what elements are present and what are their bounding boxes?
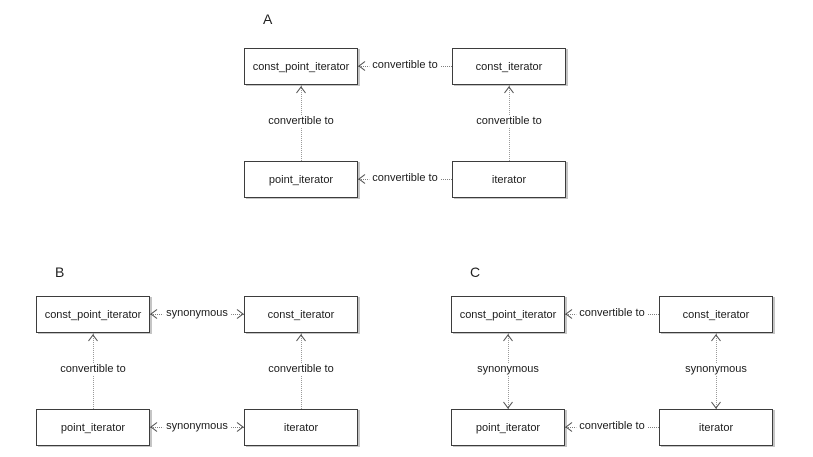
edge-label-left: synonymous bbox=[474, 363, 542, 376]
edge-label-top: synonymous bbox=[163, 307, 231, 320]
arrowhead-left-icon bbox=[565, 422, 573, 432]
diagram-a-label: A bbox=[263, 11, 273, 27]
diagram-a: A const_point_iterator const_iterator po… bbox=[244, 11, 566, 198]
edge-label-top: convertible to bbox=[576, 307, 648, 320]
node-const-point-iterator: const_point_iterator bbox=[244, 48, 358, 85]
edge-label-top: convertible to bbox=[369, 59, 441, 72]
node-point-iterator: point_iterator bbox=[451, 409, 565, 446]
arrowhead-up-icon bbox=[504, 86, 514, 94]
edge-label-bottom: convertible to bbox=[369, 172, 441, 185]
edge-label-right: convertible to bbox=[265, 363, 337, 376]
node-point-iterator: point_iterator bbox=[36, 409, 150, 446]
edge-label-bottom: convertible to bbox=[576, 420, 648, 433]
edge-label-bottom: synonymous bbox=[163, 420, 231, 433]
arrowhead-up-icon bbox=[296, 334, 306, 342]
arrowhead-right-icon bbox=[236, 422, 244, 432]
edge-label-right: convertible to bbox=[473, 115, 545, 128]
node-const-iterator: const_iterator bbox=[452, 48, 566, 85]
edge-label-right: synonymous bbox=[682, 363, 750, 376]
edge-label-left: convertible to bbox=[57, 363, 129, 376]
node-const-iterator: const_iterator bbox=[659, 296, 773, 333]
node-iterator: iterator bbox=[659, 409, 773, 446]
arrowhead-left-icon bbox=[150, 422, 158, 432]
node-const-point-iterator: const_point_iterator bbox=[36, 296, 150, 333]
arrowhead-down-icon bbox=[503, 401, 513, 409]
arrowhead-up-icon bbox=[88, 334, 98, 342]
arrowhead-down-icon bbox=[711, 401, 721, 409]
arrowhead-right-icon bbox=[236, 309, 244, 319]
diagram-c-label: C bbox=[470, 264, 481, 280]
diagram-b-label: B bbox=[55, 264, 65, 280]
node-point-iterator: point_iterator bbox=[244, 161, 358, 198]
diagram-c: C const_point_iterator const_iterator po… bbox=[451, 264, 773, 446]
node-iterator: iterator bbox=[452, 161, 566, 198]
arrowhead-left-icon bbox=[565, 309, 573, 319]
arrowhead-left-icon bbox=[358, 61, 366, 71]
node-const-iterator: const_iterator bbox=[244, 296, 358, 333]
arrowhead-left-icon bbox=[150, 309, 158, 319]
diagram-b: B const_point_iterator const_iterator po… bbox=[36, 264, 358, 446]
node-iterator: iterator bbox=[244, 409, 358, 446]
arrowhead-up-icon bbox=[503, 334, 513, 342]
arrowhead-left-icon bbox=[358, 174, 366, 184]
node-const-point-iterator: const_point_iterator bbox=[451, 296, 565, 333]
arrowhead-up-icon bbox=[711, 334, 721, 342]
arrowhead-up-icon bbox=[296, 86, 306, 94]
edge-label-left: convertible to bbox=[265, 115, 337, 128]
